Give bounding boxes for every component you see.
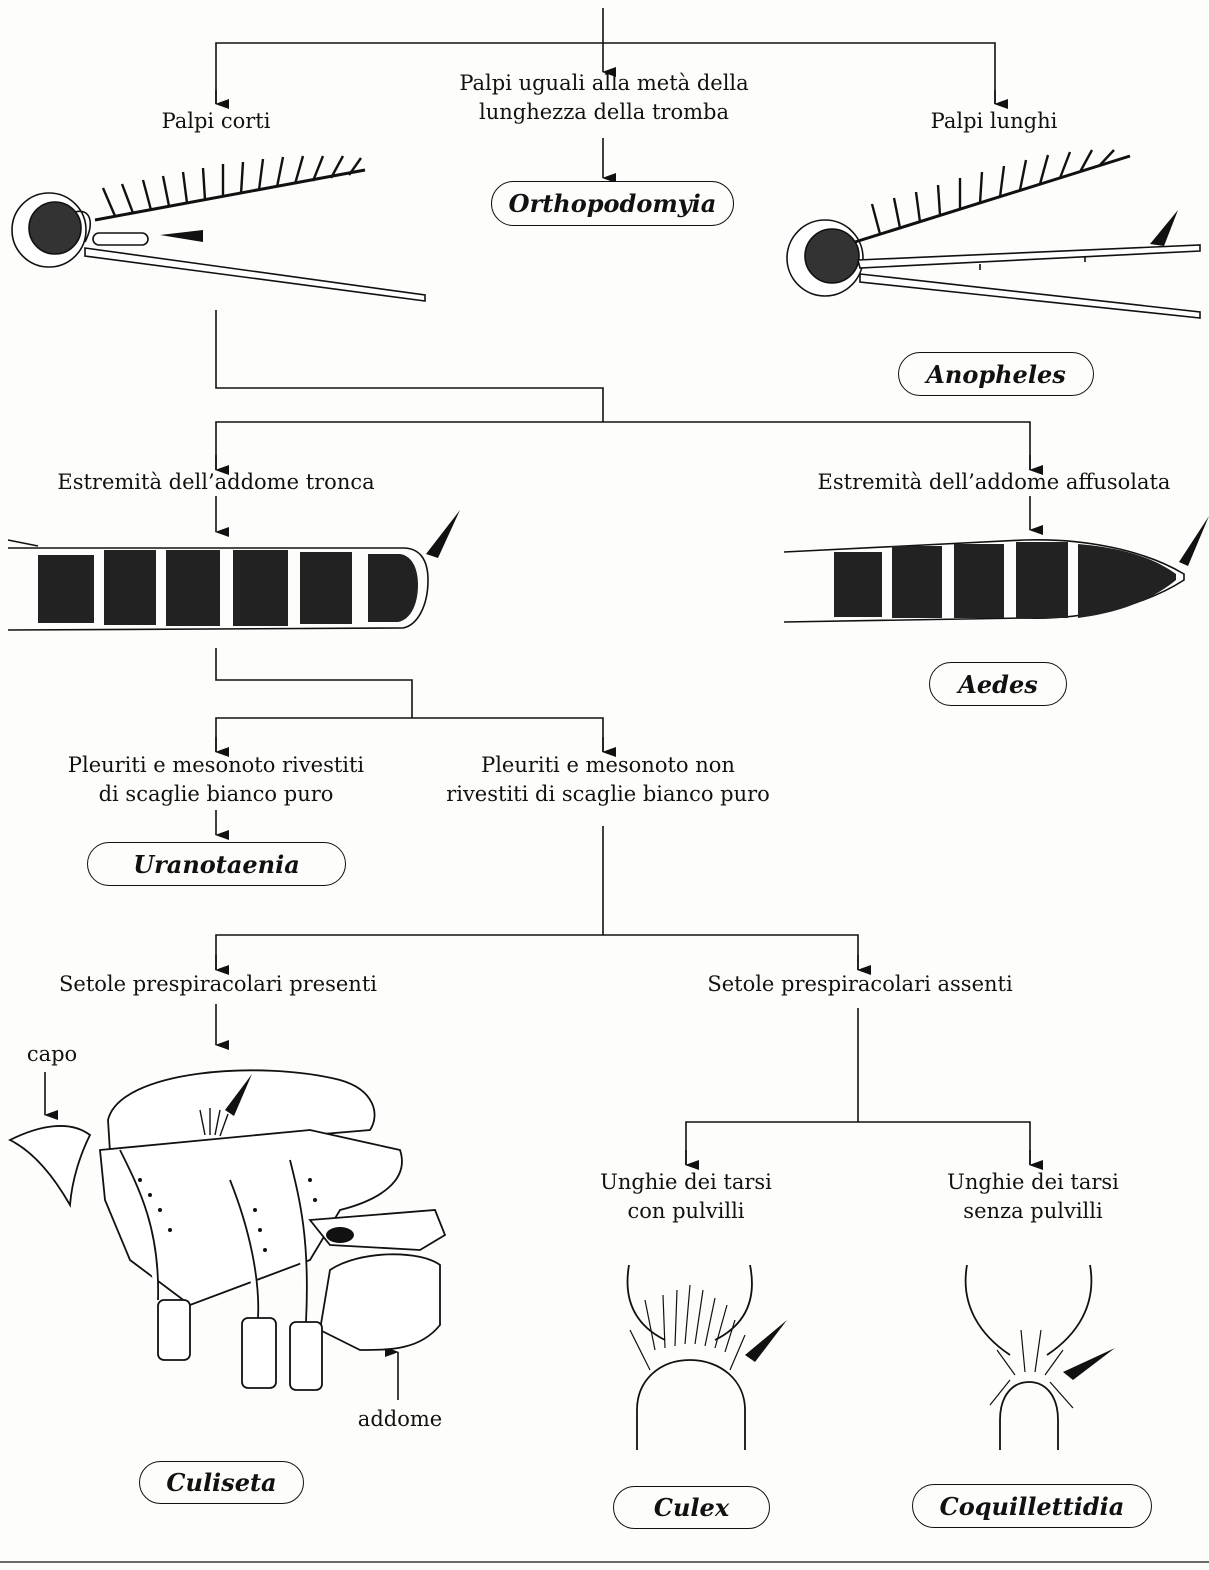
pleuriti-rivestiti-line2: di scaglie bianco puro bbox=[99, 780, 334, 809]
taxon-culiseta: Culiseta bbox=[139, 1461, 304, 1504]
claws-without-pulvilli-illustration bbox=[955, 1260, 1125, 1455]
addome-affusolata-label: Estremità dell’addome affusolata bbox=[818, 468, 1171, 497]
taxon-aedes: Aedes bbox=[929, 662, 1067, 706]
addome-tronca-label: Estremità dell’addome tronca bbox=[57, 468, 374, 497]
palpi-uguali-label-line1: Palpi uguali alla metà della bbox=[459, 69, 748, 98]
unghie-con-pulvilli-line2: con pulvilli bbox=[627, 1197, 744, 1226]
pleuriti-non-rivestiti-line2: rivestiti di scaglie bianco puro bbox=[446, 780, 770, 809]
taxon-anopheles: Anopheles bbox=[898, 352, 1094, 396]
setole-presenti-label: Setole prespiracolari presenti bbox=[59, 970, 377, 999]
pleuriti-non-rivestiti-line1: Pleuriti e mesonoto non bbox=[481, 751, 735, 780]
addome-label: addome bbox=[358, 1405, 442, 1434]
thorax-illustration bbox=[10, 1060, 455, 1400]
palpi-uguali-label-line2: lunghezza della tromba bbox=[479, 98, 729, 127]
unghie-con-pulvilli-line1: Unghie dei tarsi bbox=[600, 1168, 772, 1197]
abdomen-blunt-illustration bbox=[8, 510, 463, 635]
palpi-corti-label: Palpi corti bbox=[162, 107, 271, 136]
pleuriti-rivestiti-line1: Pleuriti e mesonoto rivestiti bbox=[68, 751, 364, 780]
setole-assenti-label: Setole prespiracolari assenti bbox=[707, 970, 1012, 999]
abdomen-tapered-illustration bbox=[784, 510, 1209, 625]
taxon-orthopodomyia: Orthopodomyia bbox=[491, 181, 734, 226]
taxon-uranotaenia: Uranotaenia bbox=[87, 842, 346, 886]
head-long-palps-illustration bbox=[780, 150, 1205, 325]
unghie-senza-pulvilli-line1: Unghie dei tarsi bbox=[947, 1168, 1119, 1197]
taxon-coquillettidia: Coquillettidia bbox=[912, 1484, 1152, 1528]
unghie-senza-pulvilli-line2: senza pulvilli bbox=[963, 1197, 1102, 1226]
head-short-palps-illustration bbox=[5, 150, 430, 310]
taxon-culex: Culex bbox=[613, 1486, 770, 1529]
claws-with-pulvilli-illustration bbox=[615, 1260, 800, 1455]
palpi-lunghi-label: Palpi lunghi bbox=[931, 107, 1058, 136]
